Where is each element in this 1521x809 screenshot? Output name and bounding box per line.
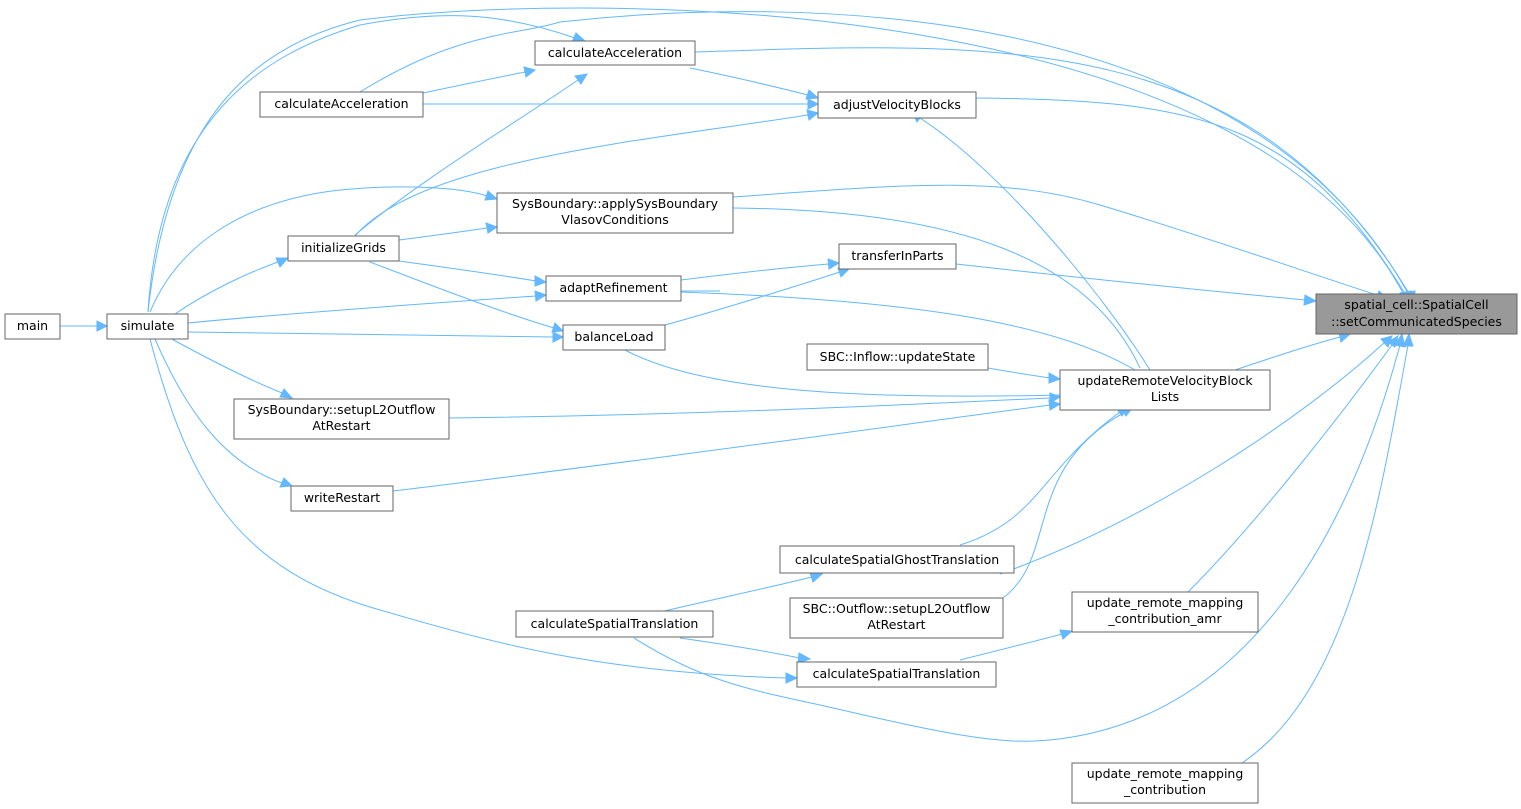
- edge-urvbl-outflow: [999, 406, 1135, 601]
- node-update-remote-mapping-contribution[interactable]: update_remote_mapping _contribution: [1071, 762, 1259, 804]
- edge-simulate-balance: [187, 331, 565, 343]
- edge-urmc-target: [1241, 332, 1414, 764]
- edge-adjustVB-target: [975, 97, 1412, 309]
- edge-initGrids-adjustVB: [354, 109, 820, 237]
- edge-urvbl-adjustVB: [911, 110, 1151, 371]
- node-label: adjustVelocityBlocks: [833, 97, 961, 112]
- node-label-line1: spatial_cell::SpatialCell: [1344, 297, 1488, 312]
- node-label-line2: Lists: [1151, 389, 1179, 404]
- edge-urvbl-setupL2SB: [448, 392, 1062, 419]
- node-adapt-refinement[interactable]: adaptRefinement: [545, 275, 682, 302]
- edge-simulate-calcAccB: [147, 15, 587, 313]
- node-label: simulate: [121, 318, 175, 333]
- node-update-remote-velocity-block-lists[interactable]: updateRemoteVelocityBlock Lists: [1059, 369, 1271, 411]
- edge-simulate-applySB: [149, 186, 499, 313]
- edge-initGrids-balance: [369, 261, 565, 333]
- edge-adaptRef-transfer: [680, 258, 841, 281]
- edge-initGrids-adaptRef: [398, 260, 548, 287]
- edge-calcAccA-adjustVB: [689, 67, 820, 100]
- node-initialize-grids[interactable]: initializeGrids: [287, 235, 400, 262]
- node-calculate-spatial-translation-b[interactable]: calculateSpatialTranslation: [796, 661, 997, 688]
- node-label-line1: update_remote_mapping: [1087, 595, 1244, 610]
- edge-simulate-adaptRef: [187, 290, 548, 324]
- edge-balance-transfer: [664, 267, 851, 326]
- edge-urvbl-writeRestart: [392, 399, 1062, 492]
- node-transfer-in-parts[interactable]: transferInParts: [838, 243, 957, 270]
- edge-urmcAmr-cstB: [959, 629, 1074, 661]
- node-apply-sys-boundary-vlasov[interactable]: SysBoundary::applySysBoundary VlasovCond…: [496, 192, 734, 234]
- edge-urvbl-adaptRef: [680, 291, 1136, 371]
- edge-applySB-target: [732, 184, 1391, 301]
- edge-cstB-cstA: [679, 637, 812, 664]
- edge-urvbl-balance: [624, 349, 1061, 397]
- edge-urvbl-target: [1234, 331, 1352, 371]
- node-label-line2: AtRestart: [312, 418, 370, 433]
- node-label-line1: update_remote_mapping: [1087, 766, 1244, 781]
- node-balance-load[interactable]: balanceLoad: [562, 324, 666, 351]
- edge-urvbl-applySB: [732, 207, 1141, 369]
- node-label: initializeGrids: [301, 240, 386, 255]
- edge-simulate-writeRestart: [154, 338, 294, 488]
- node-label: balanceLoad: [574, 329, 653, 344]
- node-calculate-spatial-ghost-translation[interactable]: calculateSpatialGhostTranslation: [779, 545, 1015, 574]
- edge-urmcAmr-target: [1187, 334, 1399, 593]
- node-adjust-velocity-blocks[interactable]: adjustVelocityBlocks: [817, 91, 977, 119]
- node-set-communicated-species[interactable]: spatial_cell::SpatialCell ::setCommunica…: [1315, 293, 1518, 335]
- edge-calcAccA-target: [694, 47, 1416, 308]
- node-label: main: [17, 318, 48, 333]
- nodes: spatial_cell::SpatialCell ::setCommunica…: [4, 40, 1518, 804]
- node-inflow-update-state[interactable]: SBC::Inflow::updateState: [806, 343, 989, 371]
- node-label-line1: SysBoundary::applySysBoundary: [512, 196, 719, 211]
- node-label: adaptRefinement: [559, 280, 667, 295]
- node-simulate[interactable]: simulate: [106, 313, 189, 340]
- node-calculate-acceleration-a[interactable]: calculateAcceleration: [534, 40, 696, 66]
- edge-simulate-cstB: [149, 338, 799, 684]
- edges: [60, 7, 1416, 764]
- node-label: calculateAcceleration: [274, 96, 408, 111]
- node-calculate-spatial-translation-a[interactable]: calculateSpatialTranslation: [515, 610, 714, 638]
- edge-simulate-target: [147, 7, 1412, 313]
- node-label: writeRestart: [304, 490, 380, 505]
- node-label: calculateSpatialTranslation: [813, 666, 981, 681]
- edge-cstA-target: [633, 332, 1406, 742]
- node-label: calculateSpatialTranslation: [531, 616, 699, 631]
- edge-calcAccB-adjustVB: [423, 98, 820, 110]
- node-label-line1: SBC::Outflow::setupL2Outflow: [803, 601, 991, 616]
- node-label-line2: VlasovConditions: [561, 212, 668, 227]
- edge-calcAccB-calcAccA: [422, 66, 537, 94]
- node-calculate-acceleration-b[interactable]: calculateAcceleration: [259, 91, 424, 118]
- edge-urvbl-inflow: [987, 367, 1062, 384]
- node-write-restart[interactable]: writeRestart: [290, 485, 394, 512]
- node-sysboundary-setup-l2-outflow[interactable]: SysBoundary::setupL2Outflow AtRestart: [233, 398, 450, 440]
- node-label-line2: _contribution_amr: [1107, 611, 1222, 626]
- node-label-line1: SysBoundary::setupL2Outflow: [248, 402, 436, 417]
- node-update-remote-mapping-contribution-amr[interactable]: update_remote_mapping _contribution_amr: [1071, 591, 1259, 633]
- edge-main-simulate: [60, 320, 109, 332]
- node-label: calculateAcceleration: [548, 45, 682, 60]
- node-label: transferInParts: [851, 248, 943, 263]
- node-label: calculateSpatialGhostTranslation: [795, 552, 999, 567]
- edge-initGrids-applySB: [398, 222, 499, 241]
- node-label: SBC::Inflow::updateState: [820, 349, 976, 364]
- node-label-line2: AtRestart: [867, 617, 925, 632]
- edge-csgt-cstA: [659, 572, 824, 613]
- edge-simulate-initGrids: [174, 257, 290, 315]
- node-label-line2: _contribution: [1123, 782, 1206, 797]
- node-label-line1: updateRemoteVelocityBlock: [1077, 373, 1253, 388]
- node-outflow-setup-l2-outflow[interactable]: SBC::Outflow::setupL2Outflow AtRestart: [789, 597, 1004, 639]
- edge-simulate-setupL2SB: [169, 337, 294, 399]
- node-main[interactable]: main: [4, 313, 61, 340]
- edge-transfer-target: [955, 263, 1318, 306]
- node-label-line2: ::setCommunicatedSpecies: [1331, 314, 1502, 329]
